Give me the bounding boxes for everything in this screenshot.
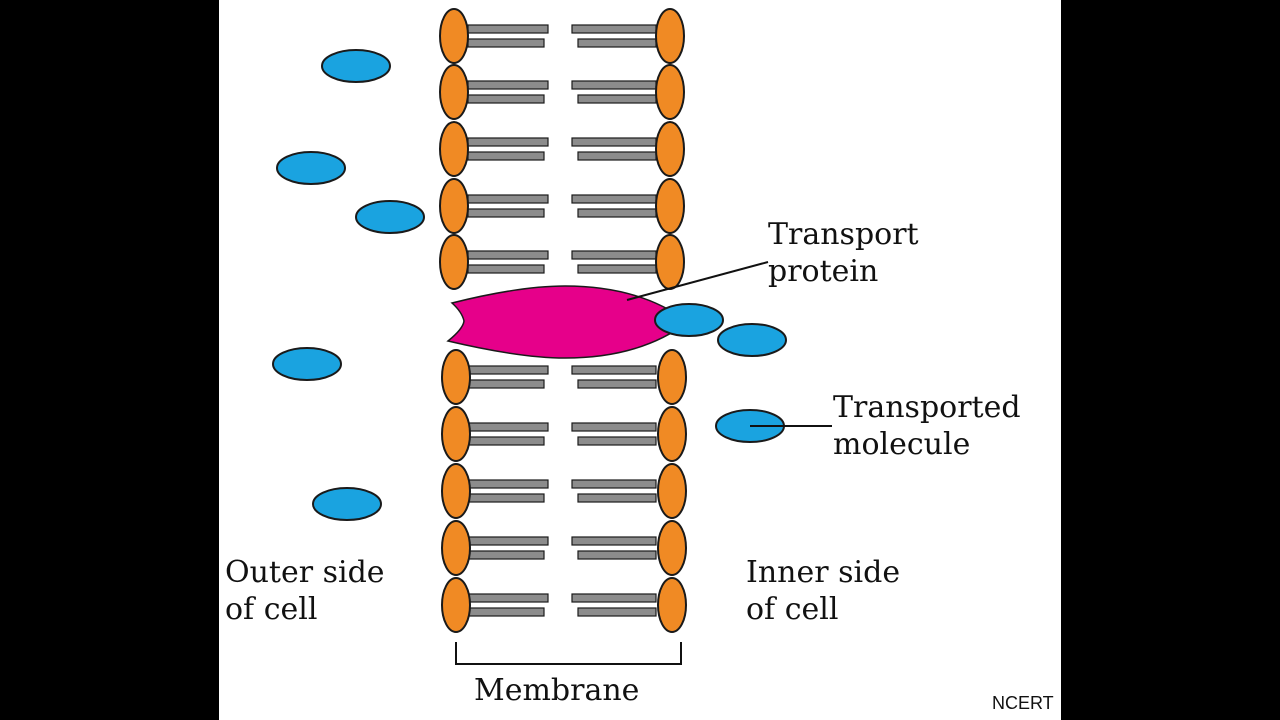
lipid-tail xyxy=(577,436,657,446)
molecule xyxy=(355,200,425,234)
phospholipid-head xyxy=(439,234,469,290)
phospholipid-head xyxy=(439,178,469,234)
lipid-tail xyxy=(577,550,657,560)
lipid-tail xyxy=(467,436,545,446)
membrane-label: Membrane xyxy=(474,673,640,708)
lipid-tail xyxy=(467,264,545,274)
molecules xyxy=(272,49,787,521)
lipid-tail xyxy=(577,379,657,389)
molecule xyxy=(321,49,391,83)
outer-side-label-line1: Outer side xyxy=(225,555,385,590)
phospholipid-head xyxy=(655,64,685,120)
lipid-tail xyxy=(467,379,545,389)
lipid-tail xyxy=(467,422,549,432)
lipid-tail xyxy=(467,151,545,161)
lipid-tail xyxy=(577,264,657,274)
phospholipid-head xyxy=(441,406,471,462)
molecule xyxy=(717,323,787,357)
lipid-tail xyxy=(577,151,657,161)
phospholipid-head xyxy=(441,520,471,576)
lipid-tail xyxy=(467,593,549,603)
lipid-tail xyxy=(577,94,657,104)
transported-molecule-label-line1: Transported xyxy=(833,390,1021,425)
lipid-tail xyxy=(467,24,549,34)
transport-protein xyxy=(446,285,690,359)
lipid-tail xyxy=(467,194,549,204)
lipid-tail xyxy=(577,208,657,218)
phospholipid-head xyxy=(441,463,471,519)
phospholipid-head xyxy=(655,121,685,177)
lipid-tail xyxy=(467,80,549,90)
phospholipid-head xyxy=(655,178,685,234)
phospholipid-head xyxy=(655,234,685,290)
lipid-tail xyxy=(577,607,657,617)
phospholipid-head xyxy=(657,463,687,519)
lipid-tail xyxy=(467,208,545,218)
transport-protein-label-line2: protein xyxy=(768,254,879,289)
inner-side-label-line2: of cell xyxy=(746,592,839,627)
phospholipid-head xyxy=(657,577,687,633)
lipid-tail xyxy=(571,365,657,375)
lipid-tail xyxy=(571,479,657,489)
molecule xyxy=(312,487,382,521)
lipid-tail xyxy=(467,479,549,489)
phospholipid-head xyxy=(439,8,469,64)
lipid-tail xyxy=(571,194,657,204)
phospholipid-head xyxy=(657,406,687,462)
molecule xyxy=(654,303,724,337)
lipid-bilayer xyxy=(439,8,687,633)
phospholipid-head xyxy=(441,577,471,633)
phospholipid-head xyxy=(441,349,471,405)
credit-text: NCERT xyxy=(992,693,1054,713)
lipid-tail xyxy=(467,493,545,503)
lipid-tail xyxy=(571,536,657,546)
membrane-bracket xyxy=(455,642,682,665)
lipid-tail xyxy=(571,137,657,147)
lipid-tail xyxy=(571,24,657,34)
inner-side-label-line1: Inner side xyxy=(746,555,901,590)
phospholipid-head xyxy=(439,64,469,120)
lipid-tail xyxy=(571,250,657,260)
transport-protein-label-line1: Transport xyxy=(768,217,919,252)
lipid-tail xyxy=(577,493,657,503)
transported-molecule-label-line2: molecule xyxy=(833,427,971,462)
lipid-tail xyxy=(467,250,549,260)
lipid-tail xyxy=(467,536,549,546)
transport-protein-pointer-line xyxy=(626,261,769,301)
lipid-tail xyxy=(467,365,549,375)
lipid-tail xyxy=(467,607,545,617)
lipid-tail xyxy=(571,80,657,90)
lipid-tail xyxy=(571,422,657,432)
lipid-tail xyxy=(467,94,545,104)
outer-side-label-line2: of cell xyxy=(225,592,318,627)
lipid-tail xyxy=(467,550,545,560)
lipid-tail xyxy=(577,38,657,48)
phospholipid-head xyxy=(439,121,469,177)
phospholipid-head xyxy=(657,349,687,405)
molecule xyxy=(276,151,346,185)
molecule xyxy=(272,347,342,381)
lipid-tail xyxy=(467,137,549,147)
lipid-tail xyxy=(571,593,657,603)
lipid-tail xyxy=(467,38,545,48)
phospholipid-head xyxy=(657,520,687,576)
phospholipid-head xyxy=(655,8,685,64)
